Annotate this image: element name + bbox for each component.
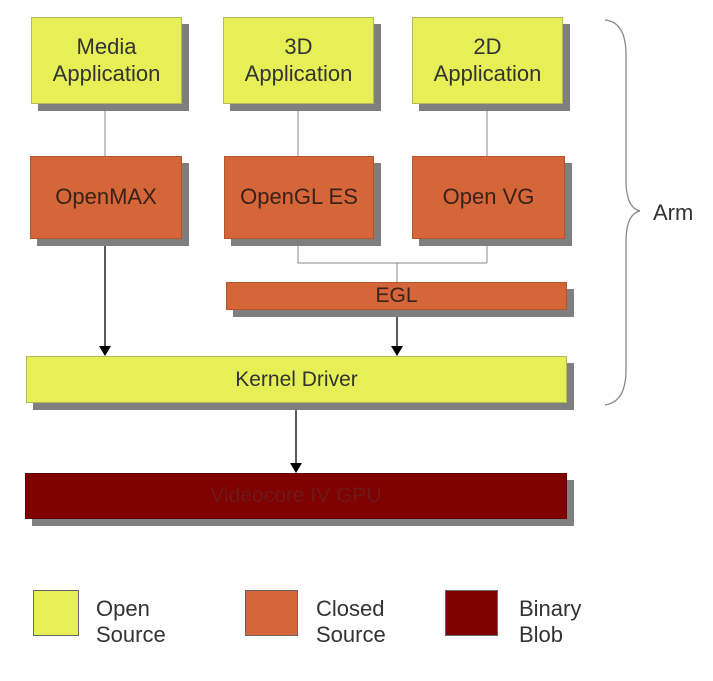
2d-application-box: 2D Application (412, 17, 563, 104)
legend-label-closed-source: Closed Source (316, 596, 386, 648)
arm-brace (604, 19, 641, 406)
media-application-box: Media Application (31, 17, 182, 104)
egl-box: EGL (226, 282, 567, 310)
3d-application-box: 3D Application (223, 17, 374, 104)
legend-swatch-open-source (33, 590, 79, 636)
legend-label-open-source: Open Source (96, 596, 166, 648)
legend-label-binary-blob: Binary Blob (519, 596, 582, 648)
openmax-box: OpenMAX (30, 156, 182, 239)
kernel-driver-box: Kernel Driver (26, 356, 567, 403)
opengl-es-box: OpenGL ES (224, 156, 374, 239)
videocore-gpu-box: Videocore IV GPU (25, 473, 567, 519)
legend-swatch-binary-blob (445, 590, 498, 636)
open-vg-box: Open VG (412, 156, 565, 239)
legend-swatch-closed-source (245, 590, 298, 636)
arm-label: Arm (653, 200, 694, 225)
